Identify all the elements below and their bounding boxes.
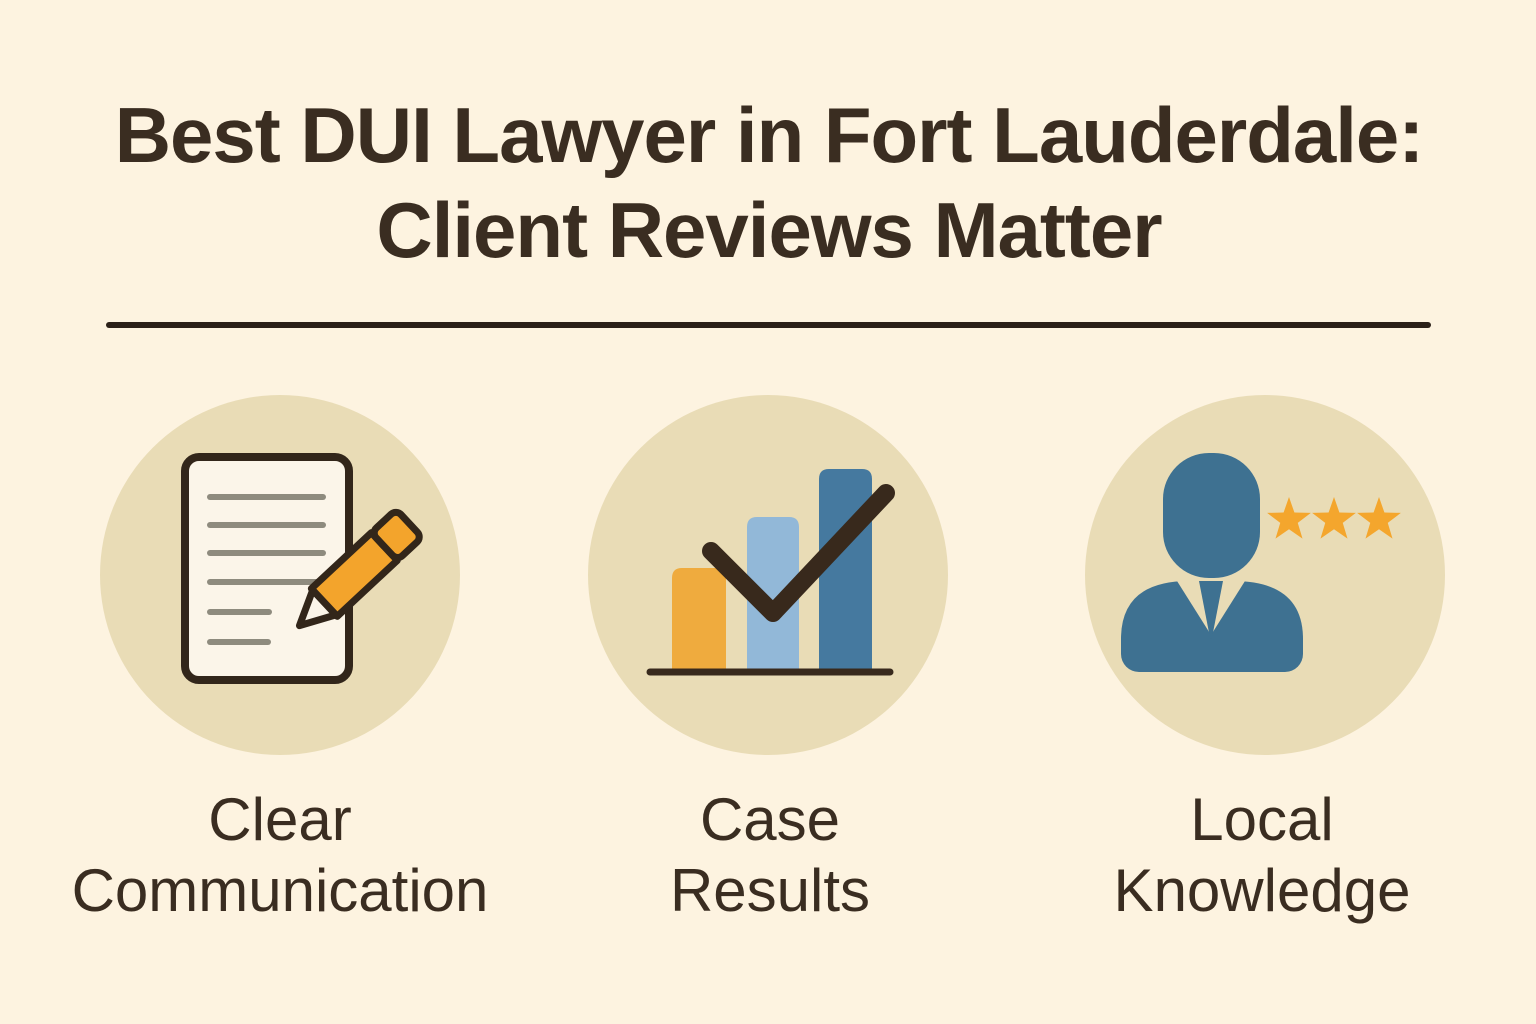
bar-chart-checkmark-icon <box>646 469 895 676</box>
star-icon <box>1267 497 1311 539</box>
document-icon <box>181 453 353 684</box>
feature-label-line: Clear <box>208 786 352 853</box>
feature-circle-clear-communication <box>100 395 460 755</box>
checkmark-icon <box>702 484 895 622</box>
feature-label-line: Results <box>669 856 871 924</box>
feature-circle-case-results <box>588 395 948 755</box>
bar-light-blue <box>747 517 799 672</box>
page-title: Best DUI Lawyer in Fort Lauderdale: Clie… <box>34 88 1504 278</box>
feature-label-line: Case <box>699 786 841 853</box>
feature-label-line: Communication <box>71 856 489 924</box>
document-pencil-icon <box>181 453 423 684</box>
feature-label-case-results: Case Results <box>510 785 1030 927</box>
divider-line <box>106 322 1431 328</box>
page-title-line-1: Best DUI Lawyer in Fort Lauderdale: <box>114 91 1425 179</box>
feature-label-line: Local <box>1190 786 1334 853</box>
feature-label-clear-communication: Clear Communication <box>20 785 540 927</box>
tie <box>1199 581 1223 643</box>
feature-label-local-knowledge: Local Knowledge <box>1002 785 1522 927</box>
feature-circle-local-knowledge <box>1085 395 1445 755</box>
star-icon <box>1357 497 1401 539</box>
star-icon <box>1312 497 1356 539</box>
bar-dark-blue <box>819 469 872 672</box>
page-title-line-2: Client Reviews Matter <box>376 186 1162 275</box>
pencil-icon <box>295 508 423 630</box>
bar-orange <box>672 568 726 672</box>
person-three-stars-icon <box>1121 453 1401 672</box>
feature-label-line: Knowledge <box>1113 856 1411 924</box>
person-icon <box>1121 453 1303 672</box>
